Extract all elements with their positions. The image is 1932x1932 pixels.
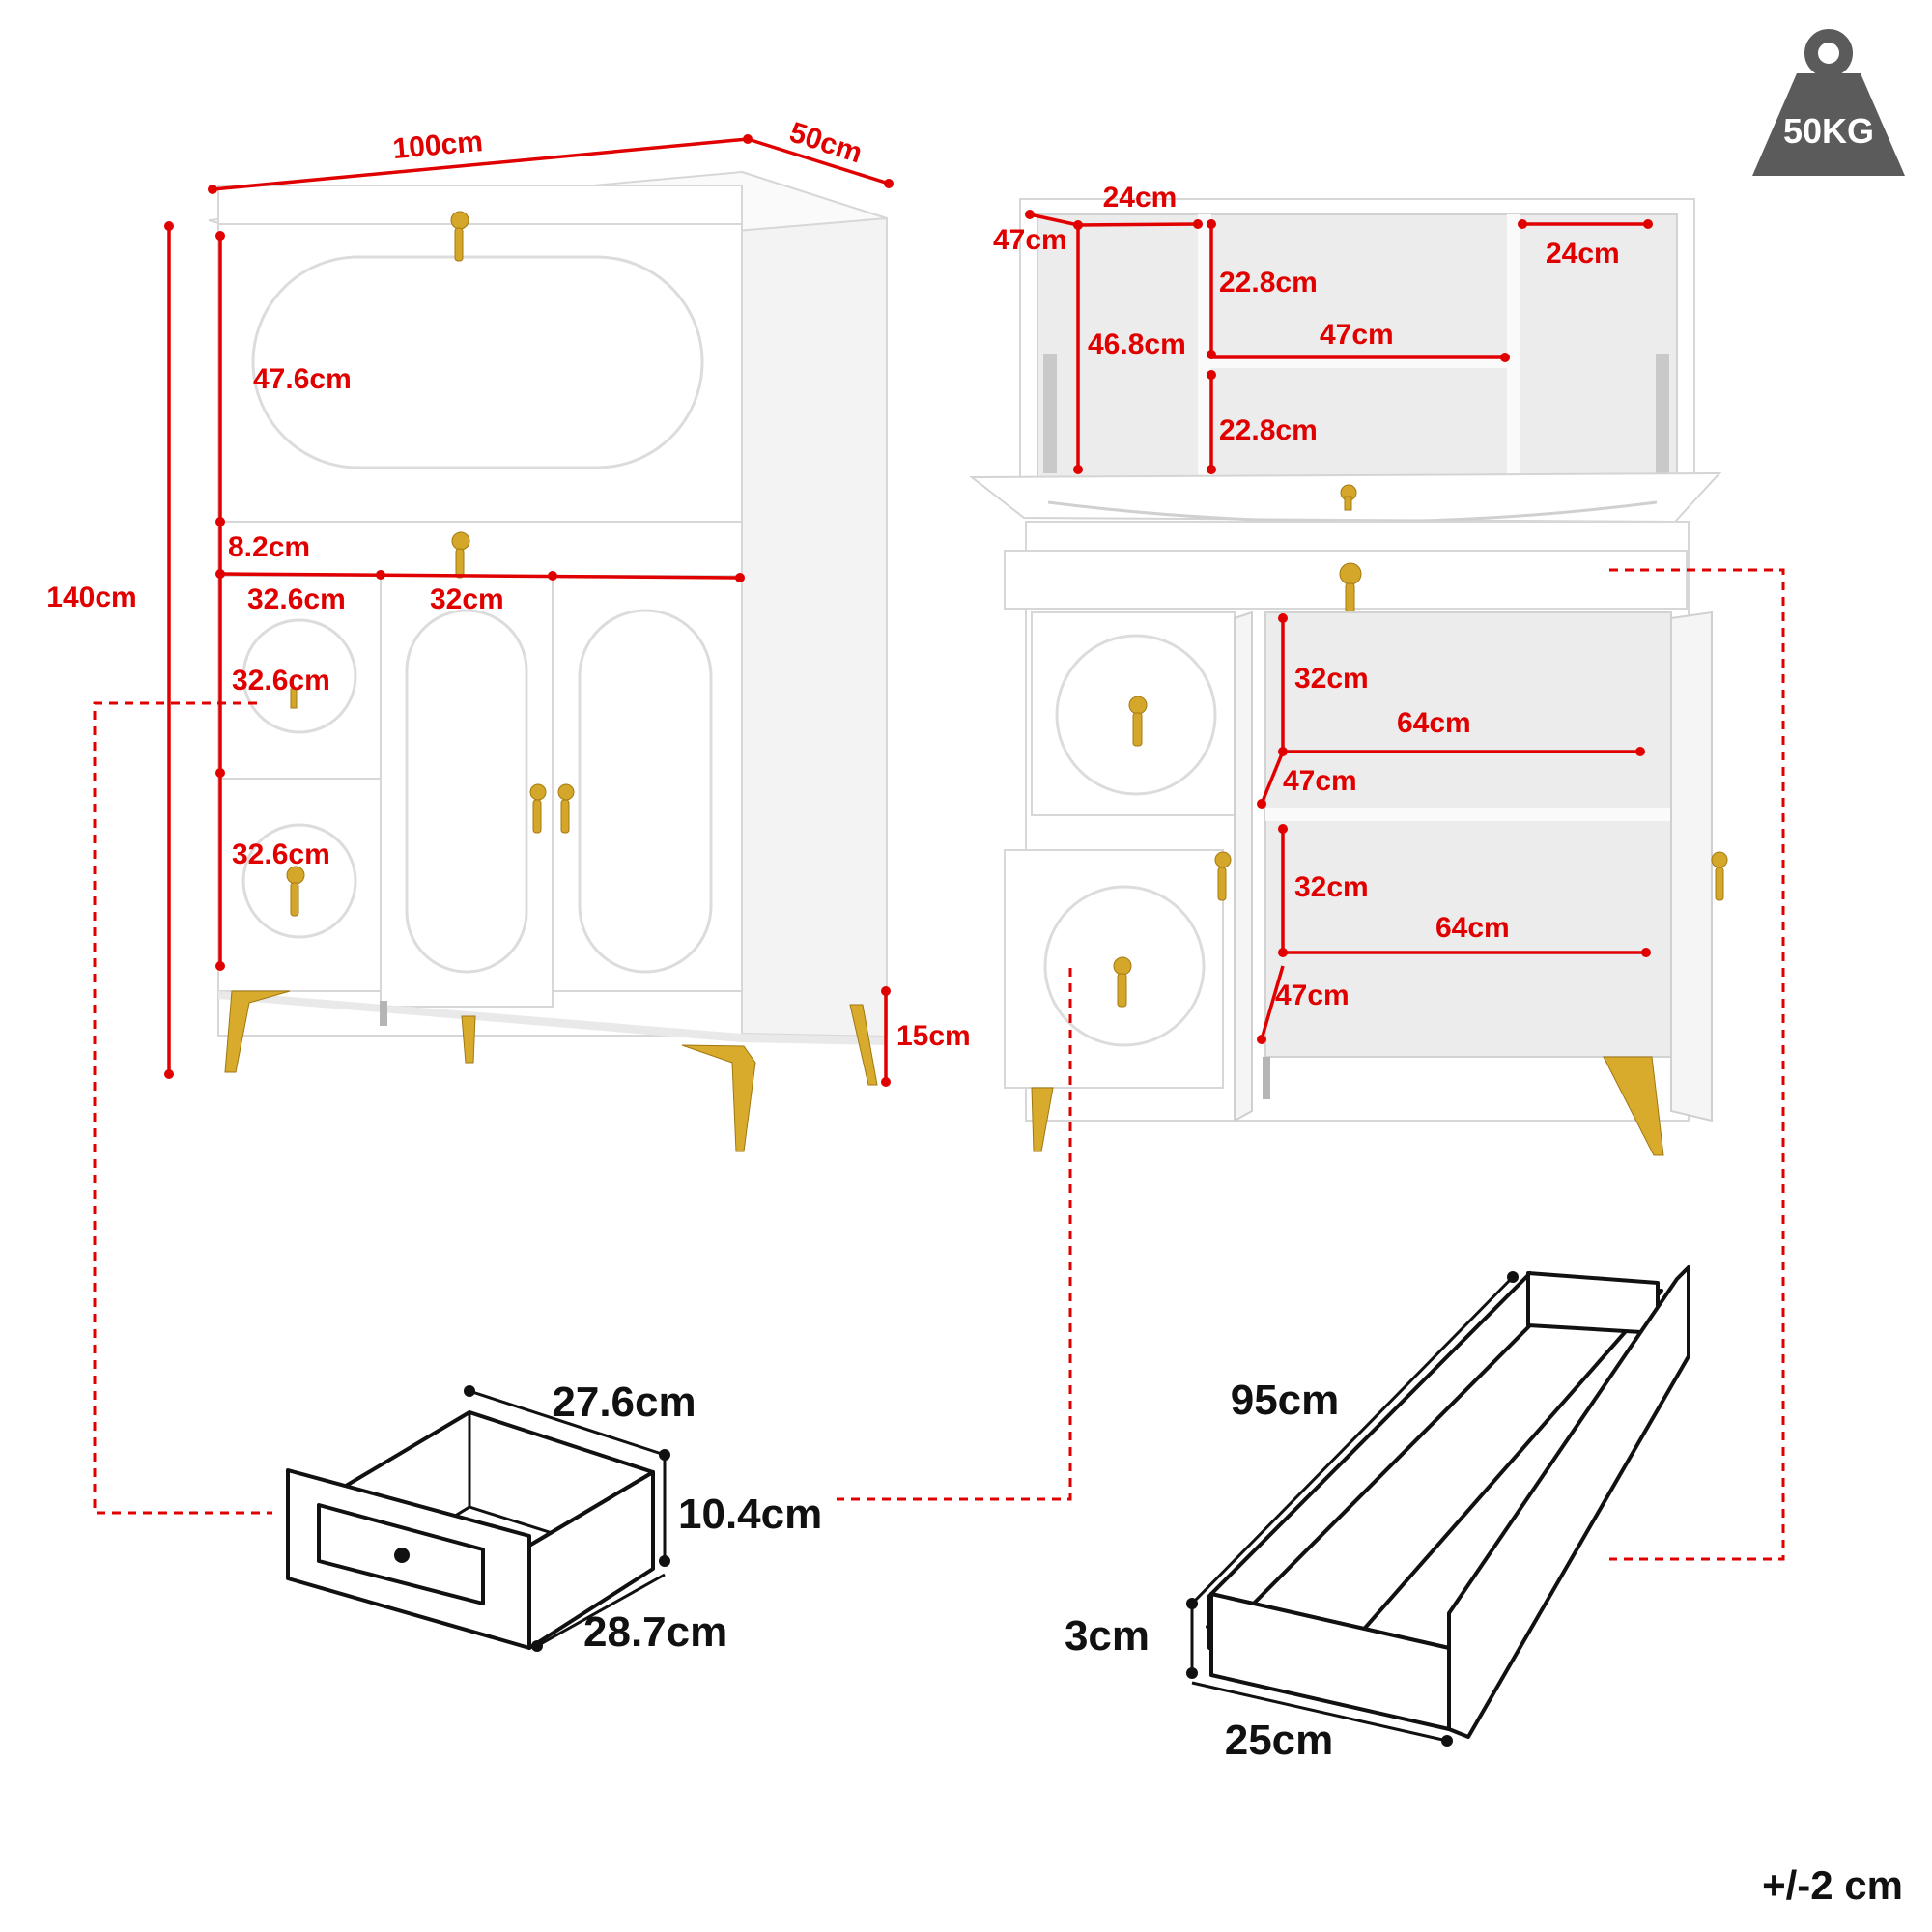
hutch-divider-right <box>1507 214 1520 479</box>
long-drawer-height-label: 3cm <box>1065 1612 1150 1660</box>
left-compartment-width-label: 24cm <box>1103 182 1178 213</box>
flap-height-label: 47.6cm <box>253 363 352 395</box>
middle-upper-height-label: 22.8cm <box>1219 267 1318 298</box>
hutch-interior <box>1037 213 1678 480</box>
small-drawer-top-circle <box>242 618 357 734</box>
cabinet-side <box>741 170 888 1038</box>
small-drawer-height-label-2: 32.6cm <box>232 838 330 870</box>
front-view-dimension-lines <box>164 134 894 1087</box>
small-drawer-knob-icon <box>394 1548 410 1563</box>
gold-legs <box>224 990 878 1152</box>
open-right-door <box>1670 611 1713 1122</box>
small-drawer-height-label-1: 32.6cm <box>232 665 330 696</box>
upper-cabinet-depth-label: 47cm <box>1283 765 1357 797</box>
drawer-front-height-label: 8.2cm <box>228 531 310 563</box>
gold-handle-icon <box>286 211 575 917</box>
right-door-oval <box>578 609 713 974</box>
front-view-cabinet: 100cm 50cm 140cm 47.6cm 8.2cm 32.6cm 32c… <box>46 116 971 1152</box>
lower-cabinet-depth-label: 47cm <box>1275 980 1350 1011</box>
small-drawer-height-label: 10.4cm <box>678 1491 822 1538</box>
left-compartment-depth-label: 47cm <box>993 224 1067 256</box>
hutch-divider-left <box>1198 214 1211 479</box>
leg-height-label: 15cm <box>896 1020 971 1052</box>
tolerance-note: +/-2 cm <box>1762 1862 1903 1908</box>
left-section-width-label: 32.6cm <box>247 583 346 615</box>
height-label: 140cm <box>46 582 136 613</box>
middle-width-label: 47cm <box>1320 319 1394 351</box>
lower-cabinet-width-label: 64cm <box>1435 912 1510 944</box>
left-door-oval <box>405 609 528 974</box>
long-drawer-length-label: 95cm <box>1231 1377 1340 1424</box>
small-drawer-illustration: 27.6cm 10.4cm 28.7cm <box>286 1378 822 1656</box>
lower-cabinet-height-label: 32cm <box>1294 871 1369 903</box>
weight-body <box>1752 73 1905 176</box>
door-section-width-label: 32cm <box>430 583 504 615</box>
right-compartment-width-label: 24cm <box>1546 238 1620 270</box>
middle-lower-height-label: 22.8cm <box>1219 414 1318 446</box>
weight-badge: 50KG <box>1752 29 1905 176</box>
weight-icon <box>1804 29 1853 77</box>
open-view-dimension-lines <box>1025 210 1653 1044</box>
left-gas-strut <box>1043 354 1057 473</box>
left-compartment-height-label: 46.8cm <box>1088 328 1186 360</box>
cabinet-base <box>218 991 887 1045</box>
cabinet-interior <box>1264 611 1672 1058</box>
small-drawer-width-label: 27.6cm <box>552 1378 696 1426</box>
depth-label: 50cm <box>785 116 866 169</box>
cabinet-shelf <box>1265 808 1671 821</box>
long-drawer-depth-label: 25cm <box>1225 1717 1334 1764</box>
small-drawer-depth-label: 28.7cm <box>583 1608 727 1656</box>
upper-cabinet-width-label: 64cm <box>1397 707 1471 739</box>
dashed-connectors <box>93 568 1785 1561</box>
width-label: 100cm <box>391 126 484 165</box>
right-gas-strut <box>1656 354 1669 473</box>
open-view-gold-legs <box>1031 1056 1664 1156</box>
open-left-door <box>1234 611 1253 1122</box>
weight-label: 50KG <box>1783 111 1874 151</box>
upper-cabinet-height-label: 32cm <box>1294 663 1369 695</box>
flap-oval-panel <box>251 255 704 469</box>
long-drawer-illustration: 95cm 3cm 25cm <box>1065 1265 1690 1764</box>
open-view-cabinet: 24cm 47cm 46.8cm 22.8cm 47cm 22.8cm 24cm… <box>969 182 1728 1156</box>
